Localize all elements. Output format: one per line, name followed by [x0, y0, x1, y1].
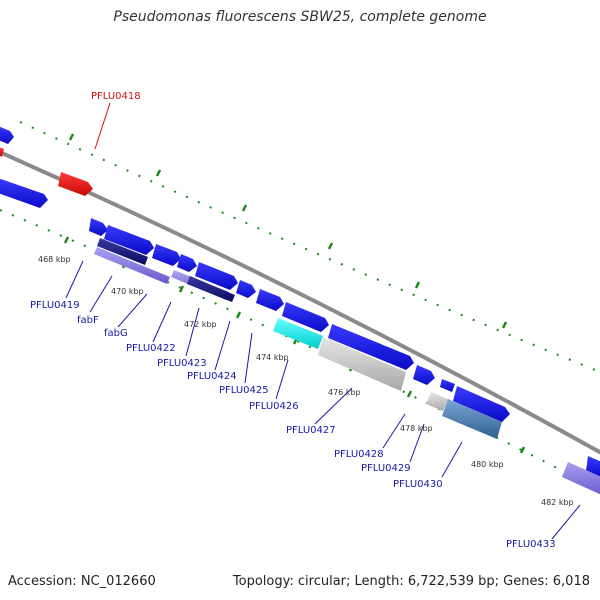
forward-genes: [89, 218, 600, 478]
accession-text: Accession: NC_012660: [8, 574, 156, 589]
kbp-label-474: 474 kbp: [256, 353, 289, 362]
feature-cyan-pflu0426[interactable]: [273, 318, 323, 349]
gene-fabf[interactable]: [104, 225, 154, 255]
gene-label-pflu0424[interactable]: PFLU0424: [187, 371, 237, 382]
feature-bars: [94, 238, 600, 496]
kbp-label-478: 478 kbp: [400, 424, 433, 433]
gene-label-fabg[interactable]: fabG: [104, 328, 128, 339]
gene-pflu0426[interactable]: [282, 302, 329, 332]
genome-backbone: [0, 150, 600, 455]
gene-label-pflu0423[interactable]: PFLU0423: [157, 358, 207, 369]
gene-fabg[interactable]: [152, 244, 181, 266]
gene-label-pflu0429[interactable]: PFLU0429: [361, 463, 411, 474]
gene-pflu0418[interactable]: [58, 172, 93, 196]
gene-label-pflu0426[interactable]: PFLU0426: [249, 401, 299, 412]
feature-navy-fabf[interactable]: [97, 238, 148, 265]
gene-label-pflu0433[interactable]: PFLU0433: [506, 539, 556, 550]
topology-text: Topology: circular; Length: 6,722,539 bp…: [232, 574, 590, 589]
gene-label-pflu0430[interactable]: PFLU0430: [393, 479, 443, 490]
feature-lavender-right[interactable]: [562, 462, 600, 496]
kbp-label-480: 480 kbp: [471, 460, 504, 469]
kbp-label-472: 472 kbp: [184, 320, 217, 329]
gene-pflu0427[interactable]: [328, 324, 414, 370]
gene-partial-blue-left[interactable]: [0, 178, 48, 208]
gene-partial-right-blue[interactable]: [586, 456, 600, 478]
gene-pflu0430[interactable]: [453, 386, 510, 422]
kbp-label-476: 476 kbp: [328, 388, 361, 397]
inner-tick-track: [0, 209, 600, 491]
gene-label-pflu0419[interactable]: PFLU0419: [30, 300, 80, 311]
gene-pflu0429[interactable]: [440, 379, 455, 392]
kbp-label-470: 470 kbp: [111, 287, 144, 296]
gene-partial-top-red[interactable]: [0, 147, 4, 157]
kbp-label-482: 482 kbp: [541, 498, 574, 507]
feature-grey-pflu0429[interactable]: [426, 392, 448, 411]
gene-label-pflu0418[interactable]: PFLU0418: [91, 91, 141, 102]
gene-label-pflu0425[interactable]: PFLU0425: [219, 385, 269, 396]
gene-label-pflu0422[interactable]: PFLU0422: [126, 343, 176, 354]
gene-partial-top-blue[interactable]: [0, 126, 14, 144]
gene-pflu0425[interactable]: [256, 289, 284, 311]
leader-lines: [65, 260, 581, 540]
feature-steel-pflu0430[interactable]: [442, 399, 502, 439]
gene-pflu0428[interactable]: [413, 365, 435, 385]
kbp-label-468: 468 kbp: [38, 255, 71, 264]
gene-pflu0424[interactable]: [236, 280, 256, 298]
leader-pflu0418: [94, 102, 111, 150]
gene-pflu0419[interactable]: [89, 218, 108, 236]
gene-pflu0423[interactable]: [195, 262, 238, 290]
feature-lavender-fabf[interactable]: [94, 247, 170, 284]
feature-grey-pflu0427[interactable]: [318, 337, 406, 391]
gene-label-pflu0427[interactable]: PFLU0427: [286, 425, 336, 436]
feature-navy-pflu0423[interactable]: [187, 276, 235, 302]
gene-label-fabf[interactable]: fabF: [77, 315, 99, 326]
gene-label-pflu0428[interactable]: PFLU0428: [334, 449, 384, 460]
map-title: Pseudomonas fluorescens SBW25, complete …: [113, 9, 487, 25]
gene-pflu0422[interactable]: [177, 254, 197, 272]
